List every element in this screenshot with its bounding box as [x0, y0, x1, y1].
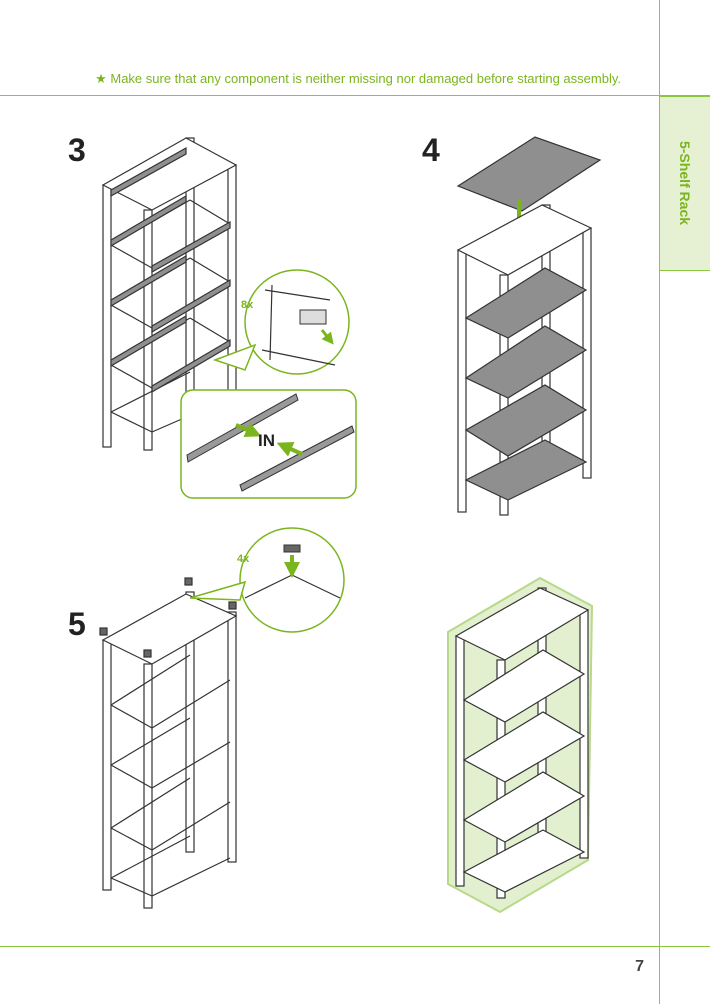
step-3-count: 8x — [241, 299, 254, 311]
page-number: 7 — [635, 958, 644, 975]
step-3-frame — [101, 137, 238, 451]
step-5-count: 4x — [237, 553, 250, 565]
header-rule — [0, 95, 710, 96]
assembly-notice: ★ Make sure that any component is neithe… — [95, 71, 621, 86]
step-3-number: 3 — [68, 132, 86, 168]
finished-rack — [447, 576, 594, 914]
step-3-in-label: IN — [258, 431, 275, 450]
section-tab: 5-Shelf Rack — [660, 96, 710, 271]
step-3-zoom-callout — [212, 269, 350, 375]
footer-rule — [0, 946, 710, 947]
step-5-frame — [99, 577, 238, 909]
step-3-detail-box — [180, 389, 357, 499]
step-4-number: 4 — [422, 132, 440, 168]
right-margin-rule — [659, 0, 660, 1004]
step-4-frame — [456, 204, 593, 516]
step-5-zoom-callout — [189, 527, 345, 633]
step-5-number: 5 — [68, 606, 86, 642]
